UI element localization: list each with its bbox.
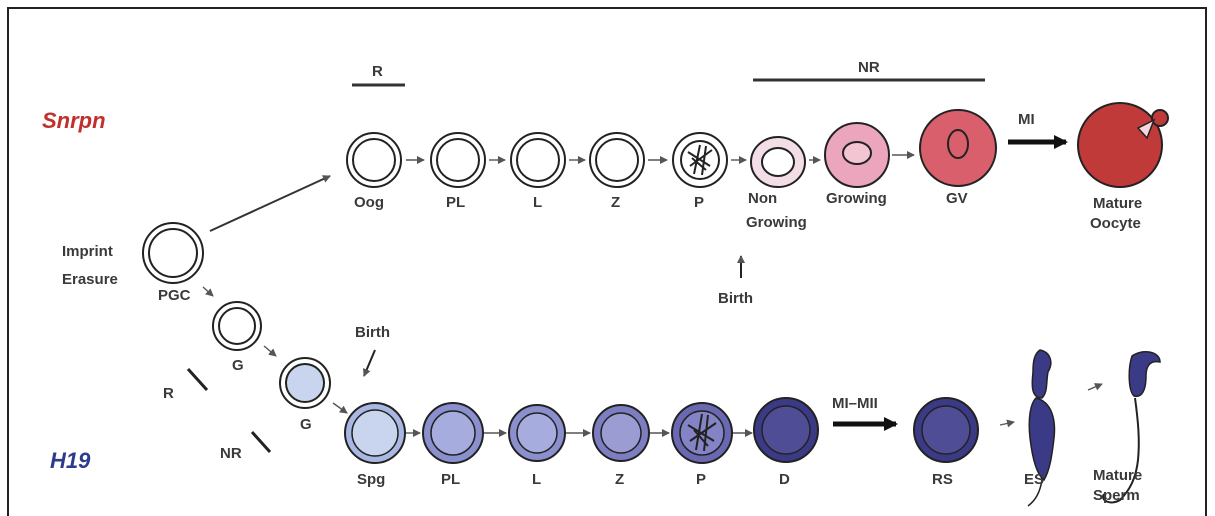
p-male-cell <box>672 403 732 463</box>
d-cell <box>754 398 818 462</box>
mature-oocyte-cell <box>1078 103 1168 187</box>
mi-label: MI <box>1018 111 1035 128</box>
spg-label: Spg <box>357 471 385 488</box>
l-female-cell <box>511 133 565 187</box>
mature-oocyte-line1: Mature <box>1093 195 1142 212</box>
g2-label: G <box>300 416 312 433</box>
z-female-label: Z <box>611 194 620 211</box>
female-birth-label: Birth <box>718 290 753 307</box>
pl-male-label: PL <box>441 471 460 488</box>
male-nr-label: NR <box>220 445 242 462</box>
mature-oocyte-line2: Oocyte <box>1090 215 1141 232</box>
spg-cell <box>345 403 405 463</box>
snrpn-label: Snrpn <box>42 108 106 133</box>
pgc-to-g-arrow <box>203 287 213 296</box>
mature-sperm-line1: Mature <box>1093 467 1142 484</box>
pgc-label: PGC <box>158 287 191 304</box>
p-female-label: P <box>694 194 704 211</box>
pgc-to-oog-arrow <box>210 176 330 231</box>
l-female-label: L <box>533 194 542 211</box>
growing-cell <box>825 123 889 187</box>
growing-nongrowing-label: Growing <box>746 214 807 231</box>
pl-male-cell <box>423 403 483 463</box>
g2-to-spg-arrow <box>333 403 347 413</box>
g1-label: G <box>232 357 244 374</box>
z-male-label: Z <box>615 471 624 488</box>
non-growing-cell <box>751 137 805 187</box>
erasure-label: Erasure <box>62 271 118 288</box>
male-r-tick <box>188 369 207 390</box>
non-label: Non <box>748 190 777 207</box>
z-male-cell <box>593 405 649 461</box>
gv-label: GV <box>946 190 968 207</box>
male-nr-tick <box>252 432 270 452</box>
pgc-cell <box>143 223 203 283</box>
m-arrow-rs-es <box>1000 422 1014 425</box>
female-nr-label: NR <box>858 59 880 76</box>
imprint-label: Imprint <box>62 243 113 260</box>
g2-cell <box>280 358 330 408</box>
pl-female-cell <box>431 133 485 187</box>
g1-to-g2-arrow <box>264 346 276 356</box>
oog-label: Oog <box>354 194 384 211</box>
male-birth-arrow <box>364 350 375 376</box>
mi-mii-label: MI–MII <box>832 395 878 412</box>
p-male-label: P <box>696 471 706 488</box>
d-label: D <box>779 471 790 488</box>
male-r-label: R <box>163 385 174 402</box>
l-male-label: L <box>532 471 541 488</box>
mature-sperm-line2: Sperm <box>1093 487 1140 504</box>
growing-label: Growing <box>826 190 887 207</box>
rs-label: RS <box>932 471 953 488</box>
rs-cell <box>914 398 978 462</box>
z-female-cell <box>590 133 644 187</box>
pl-female-label: PL <box>446 194 465 211</box>
gv-cell <box>920 110 996 186</box>
p-female-cell <box>673 133 727 187</box>
l-male-cell <box>509 405 565 461</box>
g1-cell <box>213 302 261 350</box>
male-birth-label: Birth <box>355 324 390 341</box>
h19-label: H19 <box>50 448 91 473</box>
female-r-label: R <box>372 63 383 80</box>
es-label: ES <box>1024 471 1044 488</box>
oog-cell <box>347 133 401 187</box>
m-arrow-es-sperm <box>1088 384 1102 390</box>
